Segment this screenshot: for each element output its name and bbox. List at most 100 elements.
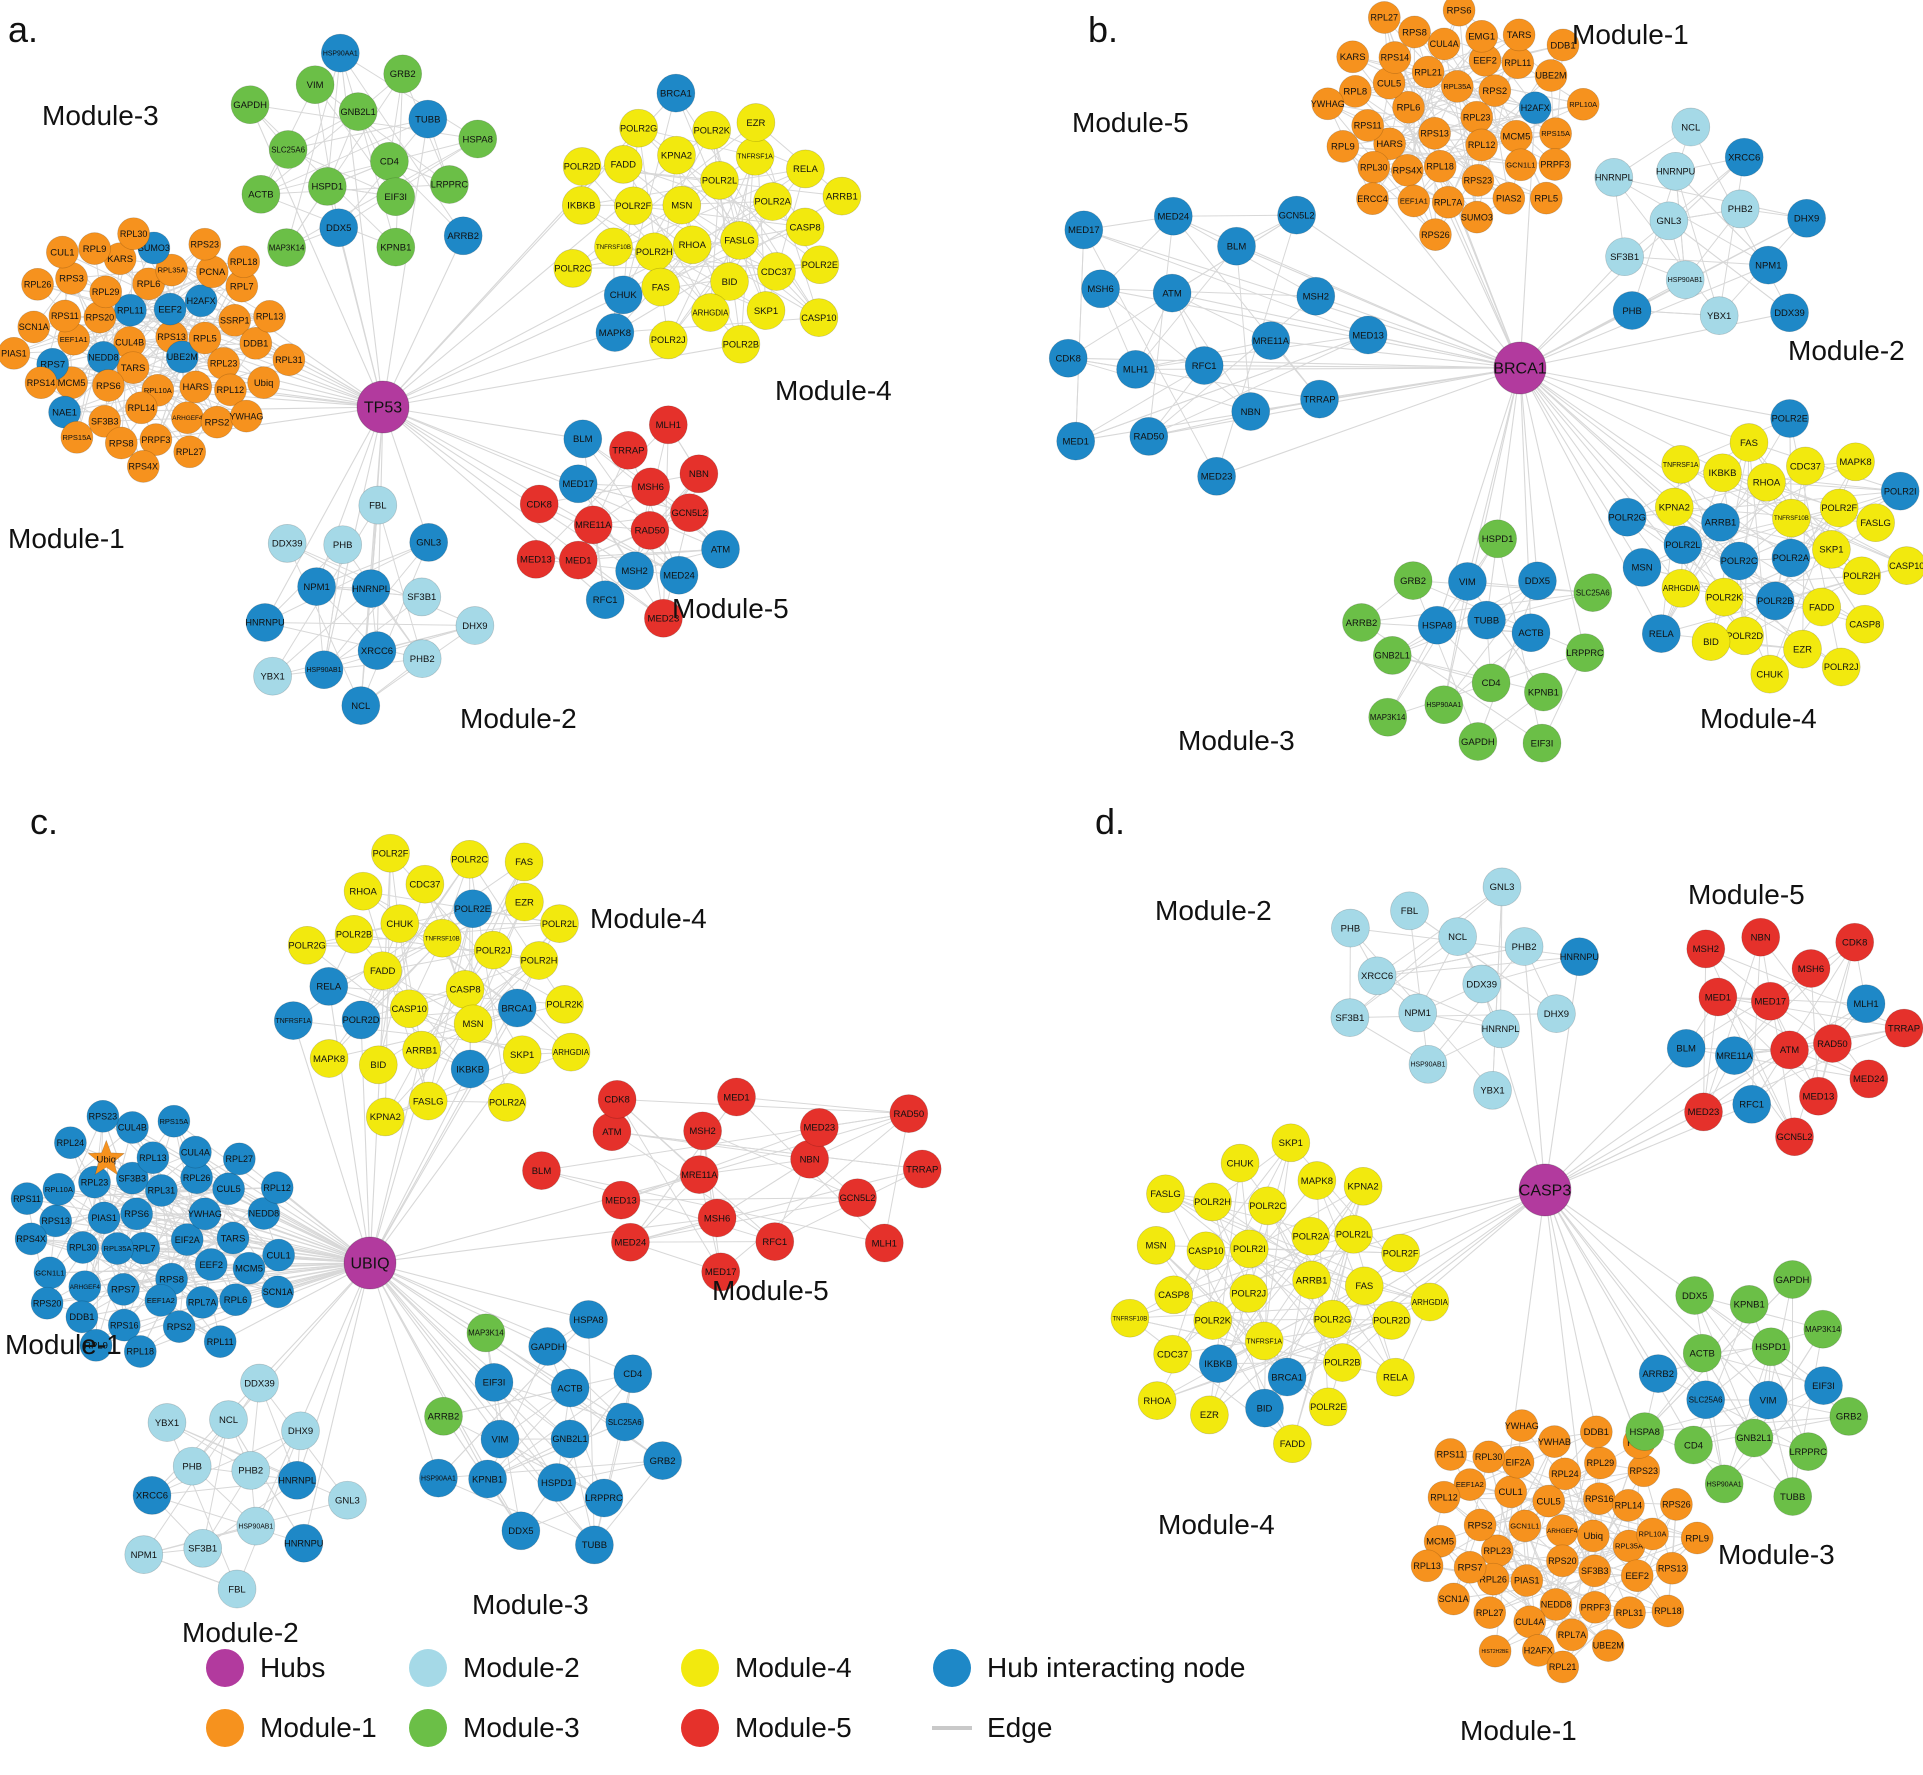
edge [1409,910,1429,1065]
gene-circle [1770,1030,1809,1070]
gene-node-POLR2I: POLR2I [1880,471,1920,511]
gene-node-HSP90AB1: HSP90AB1 [236,1506,276,1546]
gene-circle [683,1111,722,1151]
gene-node-SF3B3: SF3B3 [1578,1554,1612,1588]
gene-node-MED23: MED23 [799,1108,839,1147]
edge [1682,507,1840,546]
gene-node-BID: BID [358,1045,398,1085]
gene-node-KPNB1: KPNB1 [1524,672,1563,712]
gene-circle [1791,949,1831,988]
edge [151,1479,298,1496]
gene-node-KPNA2: KPNA2 [365,1097,405,1137]
gene-circle [1437,1582,1470,1616]
edge [1723,548,1832,598]
edge [736,1096,910,1115]
edge [369,1262,501,1440]
gene-node-RELA: RELA [1376,1357,1415,1397]
edge [1523,945,1546,1191]
gene-circle [227,245,261,279]
gene-node-MED1: MED1 [1698,977,1738,1017]
gene-circle [1146,1174,1185,1214]
gene-node-ARHGEF4: ARHGEF4 [171,401,204,435]
gene-circle [1684,1092,1723,1132]
gene-circle [1856,503,1895,543]
gene-node-RPL21: RPL21 [1546,1650,1580,1684]
gene-circle [480,1419,520,1459]
gene-circle [1656,151,1695,191]
gene-node-HSPD1: HSPD1 [1478,519,1517,559]
gene-node-BLM: BLM [563,419,603,459]
gene-node-CD4: CD4 [1471,663,1511,703]
gene-circle [424,1396,463,1436]
gene-circle [88,404,122,438]
edge [1544,956,1580,1191]
gene-circle [42,1172,76,1206]
gene-node-RPS23: RPS23 [188,227,222,261]
gene-circle [78,232,111,265]
gene-node-POLR2A: POLR2A [1291,1216,1331,1256]
gene-node-TNFRSF1A: TNFRSF1A [273,1001,313,1040]
gene-circle [195,255,229,289]
legend-label: Module-5 [735,1712,852,1743]
edge [339,52,464,237]
gene-circle [1821,647,1861,687]
gene-node-FASLG: FASLG [408,1081,448,1121]
gene-node-RPS2: RPS2 [1478,74,1512,107]
gene-node-TNFRSF10B: TNFRSF10B [1772,498,1811,538]
gene-node-TARS: TARS [1502,18,1536,52]
gene-circle [1308,1387,1348,1427]
gene-node-TUBB: TUBB [1467,600,1506,640]
gene-node-EZR: EZR [1190,1395,1229,1435]
gene-circle [1539,1588,1573,1621]
gene-circle [1787,198,1826,238]
gene-circle [455,606,495,645]
gene-node-SUMO3: SUMO3 [1460,200,1494,234]
gene-node-KARS: KARS [1336,40,1370,74]
edge [711,129,767,311]
gene-node-RAD50: RAD50 [1813,1024,1852,1063]
gene-circle [1110,1298,1150,1338]
gene-circle [1686,929,1726,969]
edge [616,1098,722,1273]
gene-circle [1594,158,1634,197]
gene-node-RPL18: RPL18 [1423,149,1457,183]
gene-circle [409,523,449,562]
gene-circle [545,985,584,1024]
gene-node-FADD: FADD [603,145,643,184]
panel-letter-c: c. [30,801,58,842]
gene-circle [365,1097,405,1137]
gene-circle [328,1480,367,1520]
gene-circle [380,904,420,943]
gene-circle [253,300,286,333]
edge [667,155,756,341]
gene-circle [1482,867,1522,907]
gene-circle [262,1238,295,1272]
edge [1675,170,1720,317]
gene-node-DDB1: DDB1 [1579,1415,1613,1449]
gene-circle [630,511,670,550]
gene-node-RPS15A: RPS15A [157,1104,191,1138]
gene-node-HNRNPU: HNRNPU [284,1523,323,1563]
gene-circle [341,1000,381,1040]
gene-circle [1612,291,1652,330]
edge [1703,936,1762,1113]
gene-node-SLC25A6: SLC25A6 [1686,1380,1726,1420]
gene-circle [1471,663,1511,703]
gene-circle [1663,525,1703,565]
edge [620,1197,858,1201]
gene-node-RPS16: RPS16 [1582,1482,1616,1516]
gene-node-HSP90AA1: HSP90AA1 [419,1458,458,1498]
gene-node-POLR2B: POLR2B [1323,1343,1362,1382]
gene-circle [245,603,285,642]
gene-node-POLR2A: POLR2A [1771,538,1811,578]
edge [1738,490,1901,562]
gene-circle [341,686,381,725]
gene-node-SF3B1: SF3B1 [1605,237,1644,277]
gene-node-PHB: PHB [323,525,363,565]
edge [1075,365,1205,442]
gene-node-PHB2: PHB2 [402,639,442,678]
gene-circle [1330,998,1370,1037]
gene-circle [267,228,306,267]
edge [1703,948,1707,1113]
legend: HubsModule-1Module-2Module-3Module-4Modu… [206,1649,1245,1747]
